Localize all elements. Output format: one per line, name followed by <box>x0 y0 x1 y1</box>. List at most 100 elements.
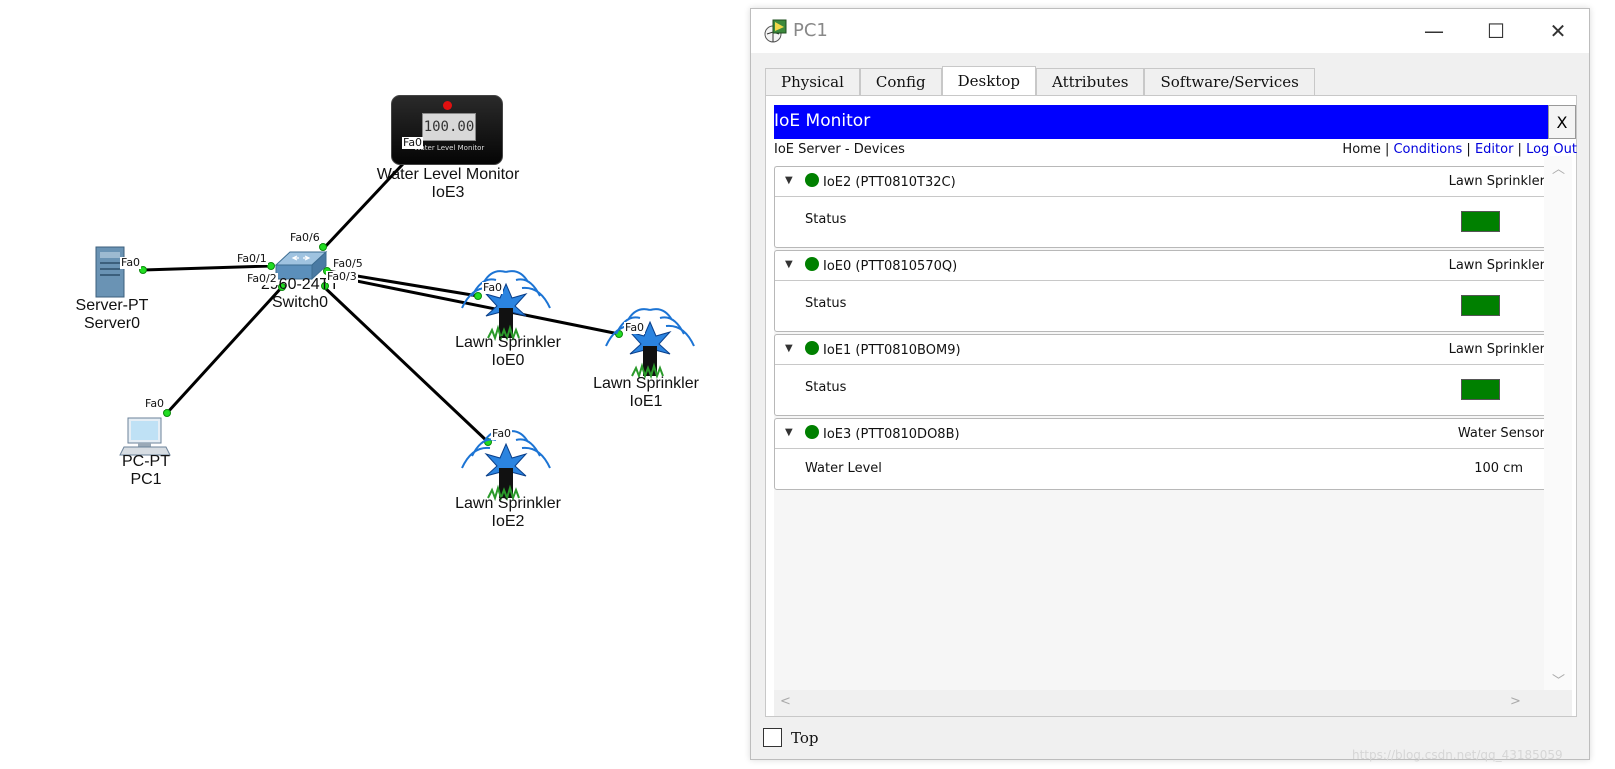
node-model: PC-PT <box>122 453 170 470</box>
tab-software-services[interactable]: Software/Services <box>1144 68 1315 95</box>
node-id: IoE2 <box>491 513 525 530</box>
online-status-icon <box>805 341 819 355</box>
port-label: Fa0/2 <box>246 272 278 285</box>
tab-bar: Physical Config Desktop Attributes Softw… <box>765 66 1315 96</box>
port-label: Fa0 <box>402 136 424 149</box>
device-type: Lawn Sprinkler <box>1448 174 1545 189</box>
nav-logout-link[interactable]: Log Out <box>1526 142 1577 157</box>
link-switch-server[interactable] <box>142 264 272 272</box>
port-label: Fa0/1 <box>236 252 268 265</box>
device-header[interactable]: ▼ IoE1 (PTT0810BOM9) Lawn Sprinkler <box>775 335 1551 365</box>
window-titlebar[interactable]: PC1 — ☐ ✕ <box>751 9 1589 53</box>
device-body: Status <box>775 197 1551 247</box>
online-status-icon <box>805 257 819 271</box>
link-light <box>267 262 275 270</box>
link-light <box>163 409 171 417</box>
port-label: Fa0/6 <box>289 231 321 244</box>
minimize-button[interactable]: — <box>1424 19 1444 43</box>
link-light <box>321 282 329 290</box>
caret-down-icon[interactable]: ▼ <box>785 259 793 270</box>
ioe-monitor-header: IoE Monitor <box>774 105 1554 139</box>
node-id: PC1 <box>130 471 162 488</box>
status-indicator <box>1461 295 1500 316</box>
scroll-down-icon[interactable]: ﹀ <box>1552 674 1566 689</box>
device-header[interactable]: ▼ IoE3 (PTT0810DO8B) Water Sensor <box>775 419 1551 449</box>
tab-config[interactable]: Config <box>859 68 942 95</box>
device-type: Water Sensor <box>1457 426 1545 441</box>
status-led-icon <box>443 101 452 110</box>
node-id: Switch0 <box>271 294 329 311</box>
scroll-up-icon[interactable]: ︿ <box>1552 162 1566 177</box>
close-button[interactable]: ✕ <box>1549 19 1567 43</box>
device-card-ioe3: ▼ IoE3 (PTT0810DO8B) Water Sensor Water … <box>774 418 1552 490</box>
topology-canvas[interactable]: 100.00 Water Level Monitor Water Level M… <box>0 0 740 769</box>
device-name: IoE2 (PTT0810T32C) <box>823 175 956 190</box>
nav-conditions-link[interactable]: Conditions <box>1393 142 1463 157</box>
device-body: Water Level 100 cm <box>775 449 1551 489</box>
window-title: PC1 <box>793 20 828 41</box>
nav-separator: | <box>1513 142 1527 157</box>
device-card-ioe0: ▼ IoE0 (PTT0810570Q) Lawn Sprinkler Stat… <box>774 250 1552 332</box>
horizontal-scrollbar[interactable]: < > <box>774 690 1572 716</box>
node-id: IoE3 <box>431 184 465 201</box>
pc-icon[interactable] <box>119 417 171 456</box>
ioe-monitor-close-button[interactable]: X <box>1548 105 1576 139</box>
packet-tracer-app-icon <box>764 19 787 43</box>
property-label: Status <box>805 212 847 227</box>
pc1-window[interactable]: PC1 — ☐ ✕ Physical Config Desktop Attrib… <box>750 8 1590 760</box>
node-model: Lawn Sprinkler <box>455 334 561 351</box>
node-label-ioe2[interactable]: Lawn Sprinkler IoE2 <box>455 495 561 531</box>
node-label-server[interactable]: Server-PT Server0 <box>76 297 149 333</box>
device-name: IoE0 (PTT0810570Q) <box>823 259 958 274</box>
top-checkbox[interactable] <box>763 728 782 747</box>
nav-home-link[interactable]: Home <box>1342 142 1381 157</box>
tab-desktop[interactable]: Desktop <box>941 66 1037 96</box>
server-icon[interactable] <box>95 246 125 298</box>
device-body: Status <box>775 281 1551 331</box>
node-model: 2960-24TT <box>260 276 340 293</box>
link-switch-pc[interactable] <box>165 285 284 415</box>
device-type: Lawn Sprinkler <box>1448 258 1545 273</box>
maximize-button[interactable]: ☐ <box>1487 19 1505 43</box>
window-bottom-bar: Top <box>751 717 1589 761</box>
scroll-left-icon[interactable]: < <box>780 694 791 709</box>
port-label: Fa0 <box>624 321 646 334</box>
node-label-switch[interactable]: 2960-24TT Switch0 <box>261 276 339 312</box>
topology-links <box>95 146 695 502</box>
ioe-monitor-title: IoE Monitor <box>774 111 871 131</box>
device-name: IoE3 (PTT0810DO8B) <box>823 427 960 442</box>
nav-editor-link[interactable]: Editor <box>1474 142 1514 157</box>
link-switch-ioe2[interactable] <box>321 284 490 444</box>
port-label: Fa0/3 <box>326 270 358 283</box>
link-light <box>474 292 482 300</box>
device-body: Status <box>775 365 1551 415</box>
switch-icon[interactable] <box>274 250 328 281</box>
port-label: Fa0 <box>144 397 166 410</box>
scroll-right-icon[interactable]: > <box>1510 694 1521 709</box>
lawn-sprinkler-icon[interactable] <box>461 430 551 502</box>
status-indicator <box>1461 379 1500 400</box>
caret-down-icon[interactable]: ▼ <box>785 427 793 438</box>
online-status-icon <box>805 173 819 187</box>
water-level-monitor-device[interactable]: 100.00 Water Level Monitor <box>391 95 503 165</box>
lawn-sprinkler-icon[interactable] <box>605 308 695 380</box>
online-status-icon <box>805 425 819 439</box>
nav-separator: | <box>1462 142 1475 157</box>
tab-physical[interactable]: Physical <box>765 68 860 95</box>
tab-attributes[interactable]: Attributes <box>1036 68 1145 95</box>
property-label: Status <box>805 296 847 311</box>
ioe-nav-links: Home | Conditions | Editor | Log Out <box>1306 142 1577 157</box>
link-switch-ioe1[interactable] <box>326 273 620 336</box>
vertical-scrollbar[interactable]: ︿ ﹀ <box>1544 156 1572 691</box>
device-header[interactable]: ▼ IoE2 (PTT0810T32C) Lawn Sprinkler <box>775 167 1551 197</box>
caret-down-icon[interactable]: ▼ <box>785 343 793 354</box>
port-label: Fa0 <box>491 427 513 440</box>
node-label-ioe1[interactable]: Lawn Sprinkler IoE1 <box>593 375 699 411</box>
node-label-water-monitor[interactable]: Water Level Monitor IoE3 <box>377 166 520 202</box>
device-list[interactable]: ▼ IoE2 (PTT0810T32C) Lawn Sprinkler Stat… <box>774 166 1552 691</box>
nav-separator: | <box>1380 142 1394 157</box>
node-label-pc[interactable]: PC-PT PC1 <box>122 453 170 489</box>
node-label-ioe0[interactable]: Lawn Sprinkler IoE0 <box>455 334 561 370</box>
caret-down-icon[interactable]: ▼ <box>785 175 793 186</box>
device-header[interactable]: ▼ IoE0 (PTT0810570Q) Lawn Sprinkler <box>775 251 1551 281</box>
